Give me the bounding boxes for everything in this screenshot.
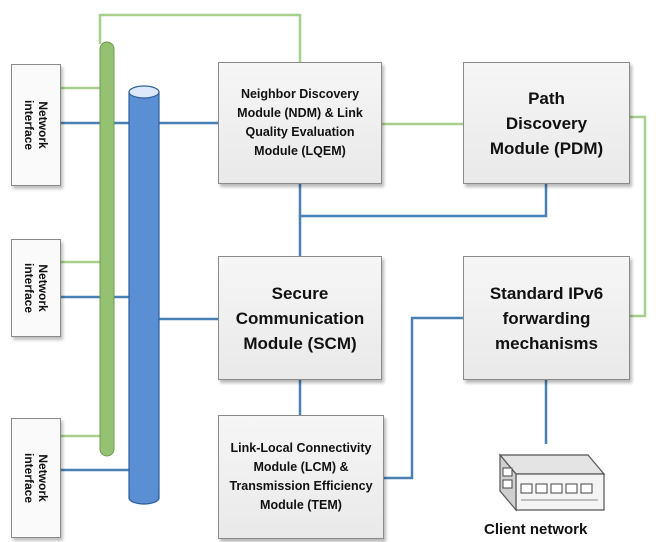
- network-interface-label: Network interface: [22, 262, 50, 314]
- client-network-label: Client network: [484, 521, 588, 538]
- blue-ndm-pdm-link: [298, 184, 548, 218]
- blue-links: [61, 121, 548, 480]
- network-interface-label: Network interface: [22, 452, 50, 504]
- ipv6-forwarding-module: Standard IPv6 forwarding mechanisms: [463, 256, 630, 380]
- green-top-link: [98, 13, 302, 62]
- pdm-module: Path Discovery Module (PDM): [463, 62, 630, 184]
- ipv6-forwarding-label: Standard IPv6 forwarding mechanisms: [489, 283, 604, 353]
- green-links: [61, 13, 647, 438]
- blue-lcm-ipv6-link: [384, 316, 463, 480]
- green-bus: [99, 41, 115, 457]
- network-interface-label: Network interface: [22, 99, 50, 151]
- lcm-tem-module: Link-Local Connectivity Module (LCM) & T…: [218, 415, 384, 539]
- green-pdm-ipv6-link: [630, 115, 647, 318]
- ndm-lqem-module: Neighbor Discovery Module (NDM) & Link Q…: [218, 62, 382, 184]
- ndm-lqem-label: Neighbor Discovery Module (NDM) & Link Q…: [237, 87, 363, 158]
- network-interface-1: Network interface: [11, 64, 61, 186]
- network-interface-3: Network interface: [11, 418, 61, 538]
- blue-bus: [128, 85, 160, 505]
- scm-label: Secure Communication Module (SCM): [235, 283, 365, 353]
- network-interface-2: Network interface: [11, 239, 61, 337]
- scm-module: Secure Communication Module (SCM): [218, 256, 382, 380]
- network-switch-icon: [498, 453, 606, 512]
- pdm-label: Path Discovery Module (PDM): [489, 88, 604, 158]
- lcm-tem-label: Link-Local Connectivity Module (LCM) & T…: [229, 441, 373, 512]
